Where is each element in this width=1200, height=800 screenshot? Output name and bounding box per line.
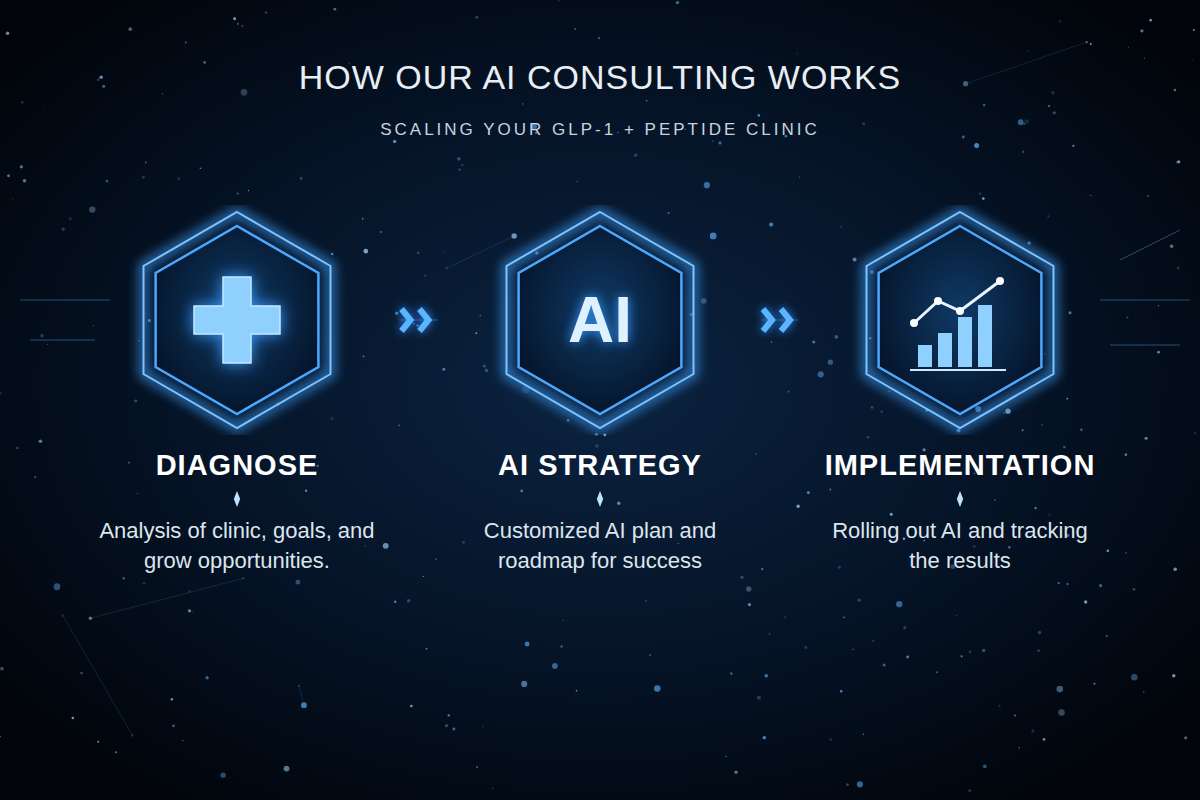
step-description: Analysis of clinic, goals, and grow oppo…	[79, 516, 395, 576]
title: HOW OUR AI CONSULTING WORKS	[0, 58, 1200, 97]
step-heading: DIAGNOSE	[79, 449, 395, 482]
step-heading: IMPLEMENTATION	[802, 449, 1118, 482]
divider	[79, 482, 395, 516]
step-description: Customized AI plan and roadmap for succe…	[442, 516, 758, 576]
divider	[442, 482, 758, 516]
subtitle: SCALING YOUR GLP-1 + PEPTIDE CLINIC	[0, 120, 1200, 140]
icon-text: AI	[442, 205, 758, 435]
step-description: Rolling out AI and tracking the results	[802, 516, 1118, 576]
process-step: AI AI STRATEGY Customized AI plan and road…	[442, 205, 758, 576]
divider	[802, 482, 1118, 516]
step-heading: AI STRATEGY	[442, 449, 758, 482]
hexagon-icon	[79, 205, 395, 435]
chevron-connector	[762, 309, 798, 331]
hexagon-icon	[802, 205, 1118, 435]
process-step: DIAGNOSE Analysis of clinic, goals, and g…	[79, 205, 395, 576]
process-step: IMPLEMENTATION Rolling out AI and trackin…	[802, 205, 1118, 576]
chevron-connector	[399, 309, 438, 331]
